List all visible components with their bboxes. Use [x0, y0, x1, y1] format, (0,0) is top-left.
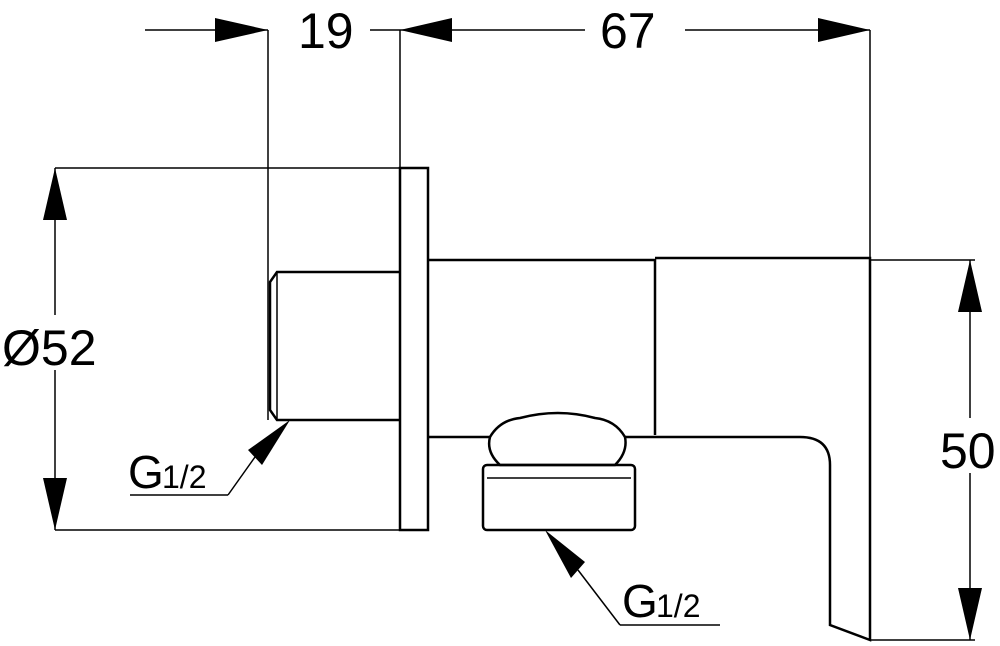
valve-body: [428, 258, 657, 435]
svg-text:G: G: [622, 575, 658, 627]
dimension-diameter-52: Ø52: [2, 320, 97, 376]
dimension-top: 19 67: [145, 3, 871, 420]
inlet-thread: [268, 270, 400, 422]
thread-label-inlet: G 1/2: [128, 420, 290, 498]
thread-label-outlet: G 1/2: [545, 530, 720, 627]
dimension-19: 19: [298, 3, 354, 59]
dimension-50: 50: [940, 423, 996, 479]
svg-text:G: G: [128, 446, 164, 498]
wall-plate: [398, 166, 430, 532]
svg-text:1/2: 1/2: [656, 588, 700, 624]
dimension-67: 67: [600, 3, 656, 59]
dimension-diameter: Ø52: [2, 167, 400, 531]
dimension-height: 50: [870, 259, 1000, 641]
svg-text:1/2: 1/2: [162, 459, 206, 495]
outlet-nut: [481, 463, 637, 532]
outlet-dome: [487, 411, 627, 467]
